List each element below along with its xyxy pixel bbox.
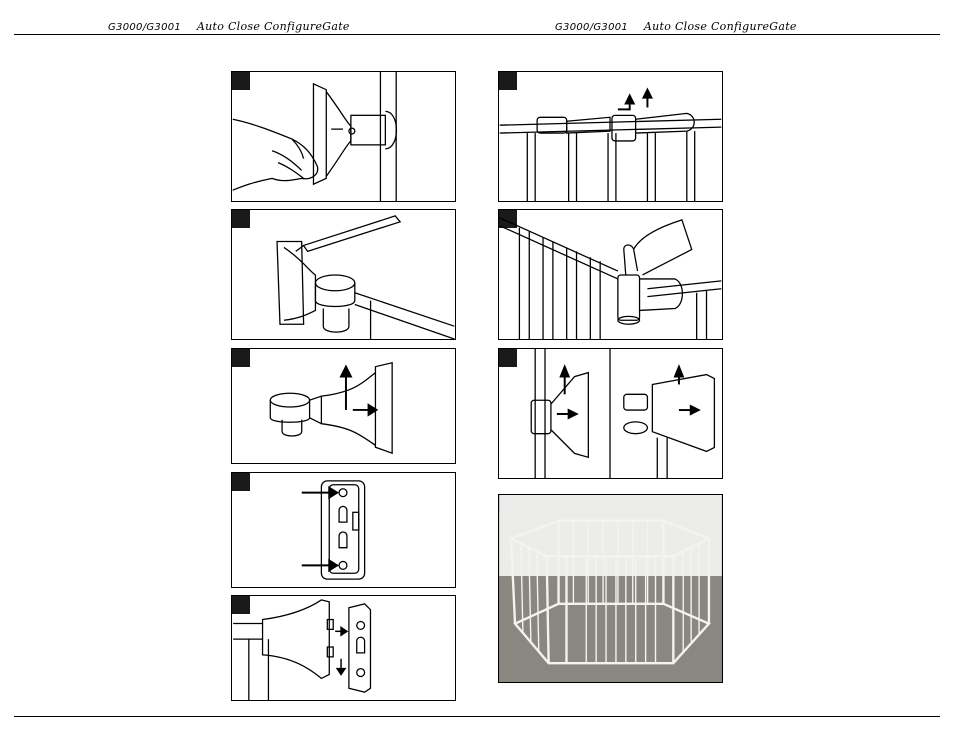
figure-8 xyxy=(498,348,723,479)
figure-7 xyxy=(498,209,723,340)
manual-title: Auto Close ConfigureGate xyxy=(197,20,350,33)
header-right: G3000/G3001 Auto Close ConfigureGate xyxy=(555,20,797,33)
figure-2 xyxy=(231,209,456,340)
figure-4 xyxy=(231,472,456,588)
screw-holes-plate-icon xyxy=(232,473,455,587)
pencil-marking-holes-icon xyxy=(232,210,455,339)
mount-slide-up-icon xyxy=(232,349,455,463)
finger-press-latch-icon xyxy=(499,210,722,339)
figure-3 xyxy=(231,348,456,464)
model-number: G3000/G3001 xyxy=(555,22,628,33)
model-number: G3000/G3001 xyxy=(108,22,181,33)
playpen-photo-icon xyxy=(499,495,722,682)
figure-9 xyxy=(498,494,723,683)
figure-6 xyxy=(498,71,723,202)
footer-rule xyxy=(14,716,940,717)
header-rule xyxy=(14,34,940,35)
figure-1 xyxy=(231,71,456,202)
header-left: G3000/G3001 Auto Close ConfigureGate xyxy=(108,20,350,33)
hand-holding-wall-mount-icon xyxy=(232,72,455,201)
remove-mount-from-gate-icon xyxy=(499,349,722,478)
gate-lift-latch-icon xyxy=(499,72,722,201)
manual-title: Auto Close ConfigureGate xyxy=(644,20,797,33)
figure-5 xyxy=(231,595,456,701)
mount-plate-attach-icon xyxy=(232,596,455,700)
